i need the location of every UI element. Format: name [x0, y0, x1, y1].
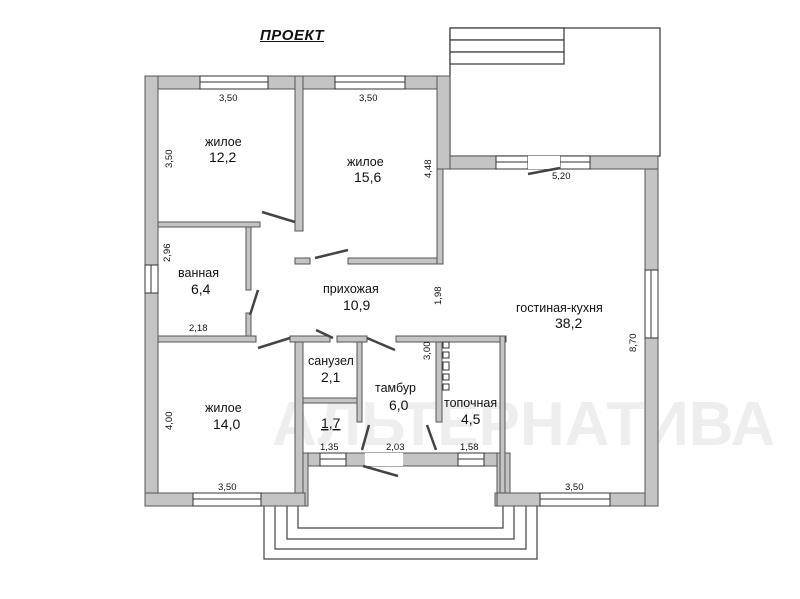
room-bedroom2: жилое 15,6 3,50 4,48: [347, 93, 434, 185]
svg-text:6,4: 6,4: [191, 281, 211, 297]
svg-text:14,0: 14,0: [213, 416, 240, 432]
room-boiler: топочная 4,5 1,58 3,00: [422, 342, 497, 454]
svg-text:ванная: ванная: [178, 266, 219, 280]
svg-text:38,2: 38,2: [555, 315, 582, 331]
svg-text:1,58: 1,58: [460, 442, 479, 453]
svg-text:4,5: 4,5: [461, 411, 481, 427]
svg-text:прихожая: прихожая: [323, 282, 379, 296]
svg-text:4,48: 4,48: [423, 160, 434, 179]
svg-text:3,50: 3,50: [218, 482, 237, 493]
door-bedroom1: [261, 210, 296, 224]
svg-text:15,6: 15,6: [354, 169, 381, 185]
svg-text:1,98: 1,98: [433, 287, 444, 306]
room-bathroom: ванная 6,4 2,18 2,96: [162, 244, 219, 335]
door-bedroom2: [314, 248, 349, 260]
svg-text:2,1: 2,1: [321, 369, 341, 385]
svg-text:2,03: 2,03: [386, 442, 405, 453]
room-vestibule: тамбур 6,0 2,03: [375, 381, 416, 453]
plan-title: ПРОЕКТ: [260, 27, 325, 44]
door-bedroom3: [257, 336, 291, 350]
doors: [248, 166, 561, 478]
room-bedroom3: жилое 14,0 3,50 4,00: [164, 401, 242, 493]
inner-walls: [157, 75, 507, 494]
door-hall-left: [315, 328, 334, 340]
svg-text:4,00: 4,00: [164, 412, 175, 431]
door-entrance: [362, 464, 399, 478]
svg-text:8,70: 8,70: [628, 334, 639, 353]
room-living-kitchen: гостиная-кухня 38,2 5,20 8,70 3,50: [516, 171, 639, 493]
svg-text:3,50: 3,50: [219, 93, 238, 104]
svg-text:2,96: 2,96: [162, 244, 173, 263]
svg-text:тамбур: тамбур: [375, 381, 416, 395]
svg-text:3,00: 3,00: [422, 342, 433, 361]
svg-text:1,35: 1,35: [320, 442, 339, 453]
door-toilet: [366, 336, 396, 352]
svg-text:3,50: 3,50: [565, 482, 584, 493]
svg-text:жилое: жилое: [205, 135, 242, 149]
svg-text:санузел: санузел: [308, 354, 354, 368]
svg-text:2,18: 2,18: [189, 323, 208, 334]
svg-text:1,7: 1,7: [321, 415, 341, 431]
svg-text:10,9: 10,9: [343, 297, 370, 313]
terrace: [449, 27, 661, 157]
svg-text:12,2: 12,2: [209, 149, 236, 165]
svg-text:гостиная-кухня: гостиная-кухня: [516, 301, 603, 315]
door-vestibule-left: [360, 424, 371, 451]
room-closet: 1,7 1,35: [320, 415, 341, 453]
door-boiler: [425, 424, 438, 451]
room-hallway: прихожая 10,9 1,98: [323, 282, 444, 313]
room-toilet: санузел 2,1: [308, 354, 354, 385]
porch-steps: [263, 506, 538, 560]
svg-text:3,50: 3,50: [164, 150, 175, 169]
room-bedroom1: жилое 12,2 3,50 3,50: [164, 93, 242, 168]
svg-text:топочная: топочная: [444, 396, 497, 410]
svg-text:5,20: 5,20: [552, 171, 571, 182]
windows: [144, 75, 659, 507]
door-bathroom: [248, 289, 260, 316]
svg-text:жилое: жилое: [347, 155, 384, 169]
svg-text:3,50: 3,50: [359, 93, 378, 104]
svg-text:жилое: жилое: [205, 401, 242, 415]
door-terrace: [527, 166, 561, 176]
chimney: [442, 341, 450, 391]
svg-text:6,0: 6,0: [389, 397, 409, 413]
